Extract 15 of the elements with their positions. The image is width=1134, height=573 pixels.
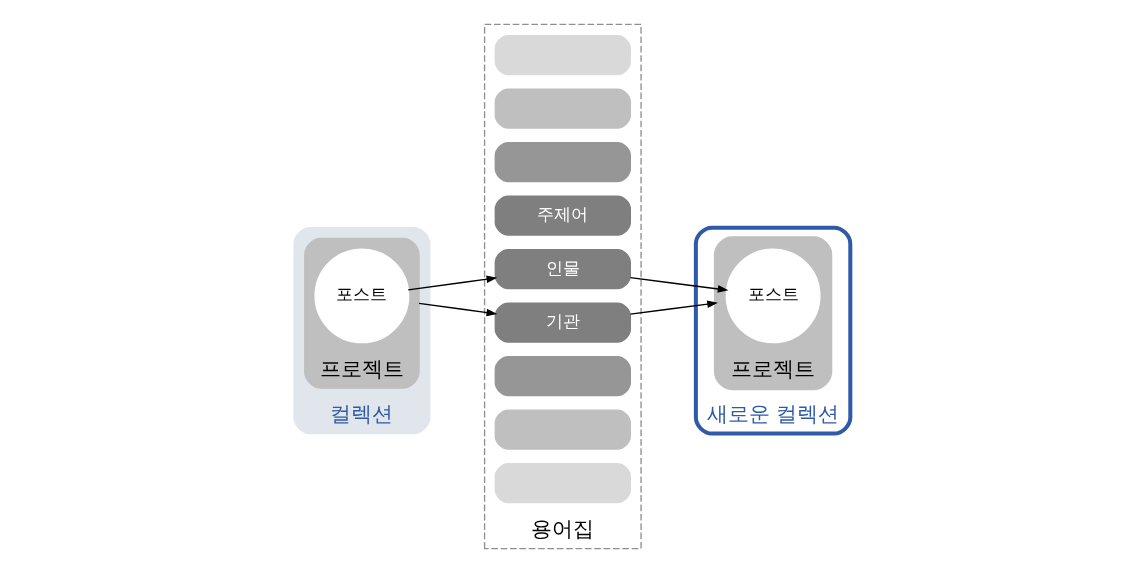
arrow [417, 302, 497, 317]
node-bar [494, 142, 631, 183]
node-bar [494, 356, 631, 397]
node-box: 인물 [494, 249, 631, 290]
node-bar [494, 88, 631, 129]
node-box: 기관 [494, 302, 631, 343]
arrow [407, 275, 497, 291]
arrow [629, 300, 718, 315]
arrow [629, 276, 728, 293]
node-bar [494, 35, 631, 76]
node-circle: 포스트 [725, 248, 821, 344]
node-bar [494, 463, 631, 504]
node-bar [494, 409, 631, 450]
node-circle: 포스트 [313, 248, 409, 344]
node-box: 주제어 [494, 195, 631, 236]
